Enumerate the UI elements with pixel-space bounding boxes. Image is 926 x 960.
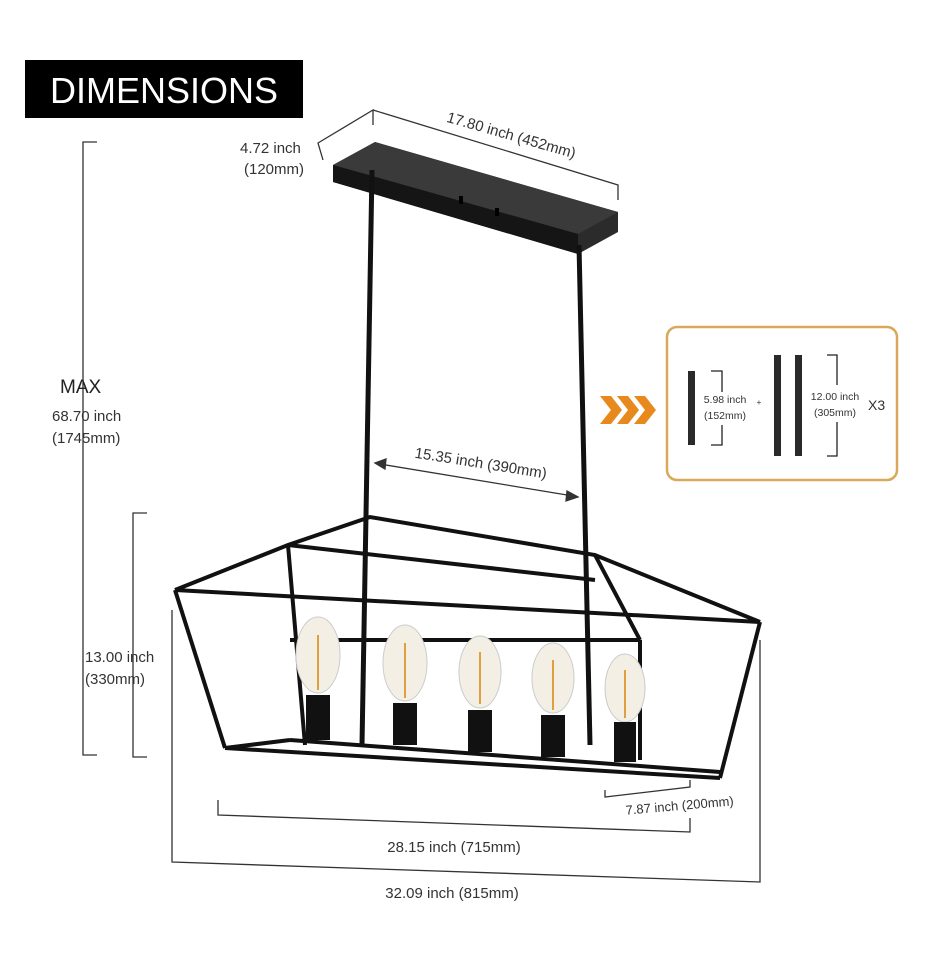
rod-spacing-label: 15.35 inch (390mm) bbox=[413, 445, 547, 483]
bulb bbox=[604, 653, 646, 762]
max-height-inch: 68.70 inch bbox=[52, 408, 121, 425]
suspension-rods bbox=[359, 169, 593, 746]
canopy-width-inch: 4.72 inch bbox=[240, 140, 301, 157]
title-badge: DIMENSIONS bbox=[25, 60, 303, 118]
top-length-label: 32.09 inch (815mm) bbox=[385, 885, 518, 902]
max-height-mm: (1745mm) bbox=[52, 430, 120, 447]
cage-depth-label: 7.87 inch (200mm) bbox=[625, 793, 734, 817]
short-rod-inch: 5.98 inch bbox=[704, 394, 747, 406]
dimension-lines bbox=[82, 108, 761, 883]
bulb bbox=[458, 635, 502, 752]
long-rod-mm: (305mm) bbox=[814, 407, 856, 419]
rod-multiplier: X3 bbox=[868, 397, 885, 413]
long-rod bbox=[795, 355, 802, 456]
plus-sign: + bbox=[757, 398, 762, 407]
title-text: DIMENSIONS bbox=[50, 70, 278, 111]
long-rod bbox=[774, 355, 781, 456]
long-rod-inch: 12.00 inch bbox=[811, 391, 860, 403]
short-rod-mm: (152mm) bbox=[704, 410, 746, 422]
cage-height-mm: (330mm) bbox=[85, 671, 145, 688]
bulb bbox=[382, 624, 428, 745]
canopy bbox=[333, 142, 618, 254]
extension-rods-inset: 5.98 inch (152mm) + 12.00 inch (305mm) X… bbox=[665, 325, 899, 482]
bottom-length-label: 28.15 inch (715mm) bbox=[387, 839, 520, 856]
bulbs bbox=[295, 616, 646, 762]
chevron-right-icon bbox=[600, 396, 656, 424]
bulb bbox=[295, 616, 341, 740]
canopy-length-label: 17.80 inch (452mm) bbox=[445, 109, 578, 162]
canopy-width-mm: (120mm) bbox=[244, 161, 304, 178]
short-rod bbox=[688, 371, 695, 445]
cage-height-inch: 13.00 inch bbox=[85, 649, 154, 666]
max-label: MAX bbox=[60, 377, 102, 398]
bulb bbox=[531, 642, 575, 757]
